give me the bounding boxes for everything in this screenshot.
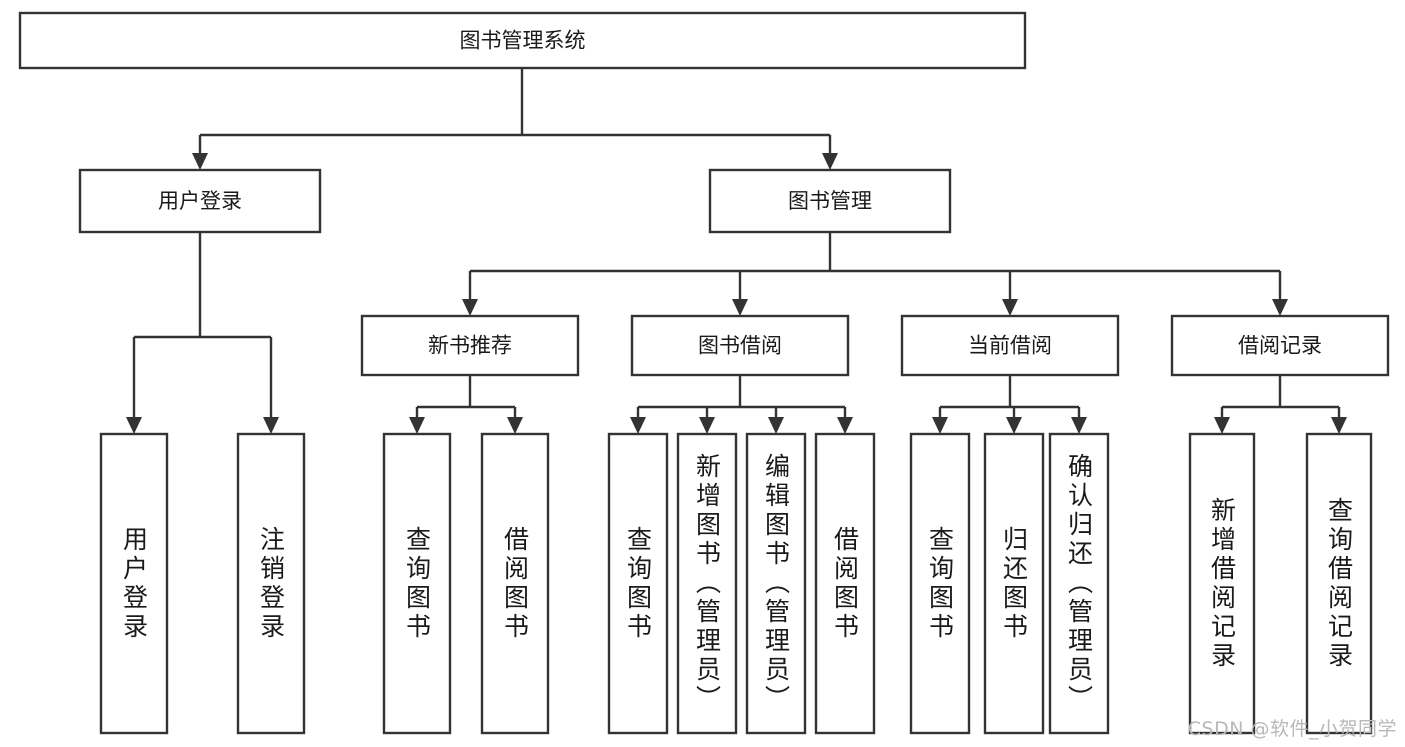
node-box-leaf-add-book-admin[interactable]: [676, 432, 738, 735]
node-box-root[interactable]: [18, 11, 1027, 70]
node-box-leaf-query-book-borrow[interactable]: [607, 432, 669, 735]
node-box-leaf-user-login[interactable]: [99, 432, 169, 735]
node-label-user-login: 用户登录: [158, 189, 242, 213]
connectors-layer: [126, 68, 1347, 434]
conn-current-to-leaves: [932, 375, 1087, 434]
node-box-leaf-edit-book-admin[interactable]: [745, 432, 807, 735]
node-box-book-borrow[interactable]: [630, 314, 850, 377]
conn-bookmanage-to-level2-arrowhead-0: [462, 299, 478, 316]
conn-root-to-level1: [192, 68, 838, 170]
conn-userlogin-to-leaves-arrowhead-0: [126, 417, 142, 434]
conn-root-to-level1-arrowhead-0: [192, 153, 208, 170]
node-label-root: 图书管理系统: [460, 29, 586, 53]
node-box-book-manage[interactable]: [708, 168, 952, 234]
node-box-leaf-query-book-recommend[interactable]: [382, 432, 452, 735]
node-label-current-borrow: 当前借阅: [968, 334, 1052, 358]
node-label-borrow-record: 借阅记录: [1238, 334, 1322, 358]
node-box-leaf-return-book[interactable]: [983, 432, 1045, 735]
conn-root-to-level1-arrowhead-1: [822, 153, 838, 170]
node-box-current-borrow[interactable]: [900, 314, 1120, 377]
node-box-borrow-record[interactable]: [1170, 314, 1390, 377]
conn-bookmanage-to-level2-arrowhead-1: [732, 299, 748, 316]
node-box-leaf-logout[interactable]: [236, 432, 306, 735]
conn-borrow-to-leaves-arrowhead-1: [699, 417, 715, 434]
node-box-leaf-borrow-book-recommend[interactable]: [480, 432, 550, 735]
conn-bookmanage-to-level2: [462, 232, 1288, 316]
conn-bookmanage-to-level2-arrowhead-3: [1272, 299, 1288, 316]
node-box-new-book-recommend[interactable]: [360, 314, 580, 377]
node-box-leaf-borrow-book[interactable]: [814, 432, 876, 735]
conn-borrow-to-leaves-arrowhead-3: [837, 417, 853, 434]
conn-userlogin-to-leaves-arrowhead-1: [263, 417, 279, 434]
node-label-book-borrow: 图书借阅: [698, 334, 782, 358]
conn-record-to-leaves: [1214, 375, 1347, 434]
node-box-leaf-query-book-current[interactable]: [909, 432, 971, 735]
conn-borrow-to-leaves-arrowhead-0: [630, 417, 646, 434]
conn-recommend-to-leaves-arrowhead-0: [409, 417, 425, 434]
conn-borrow-to-leaves-arrowhead-2: [768, 417, 784, 434]
boxes-layer: [18, 11, 1390, 735]
node-label-book-manage: 图书管理: [788, 189, 872, 213]
conn-current-to-leaves-arrowhead-1: [1006, 417, 1022, 434]
conn-current-to-leaves-arrowhead-2: [1071, 417, 1087, 434]
node-box-leaf-query-borrow-record[interactable]: [1305, 432, 1373, 735]
conn-borrow-to-leaves: [630, 375, 853, 434]
node-box-user-login[interactable]: [78, 168, 322, 234]
conn-record-to-leaves-arrowhead-0: [1214, 417, 1230, 434]
conn-current-to-leaves-arrowhead-0: [932, 417, 948, 434]
conn-bookmanage-to-level2-arrowhead-2: [1002, 299, 1018, 316]
conn-recommend-to-leaves: [409, 375, 523, 434]
conn-userlogin-to-leaves: [126, 232, 279, 434]
node-box-leaf-confirm-return-admin[interactable]: [1048, 432, 1110, 735]
node-label-new-book-recommend: 新书推荐: [428, 334, 512, 358]
conn-record-to-leaves-arrowhead-1: [1331, 417, 1347, 434]
conn-recommend-to-leaves-arrowhead-1: [507, 417, 523, 434]
node-box-leaf-add-borrow-record[interactable]: [1188, 432, 1256, 735]
